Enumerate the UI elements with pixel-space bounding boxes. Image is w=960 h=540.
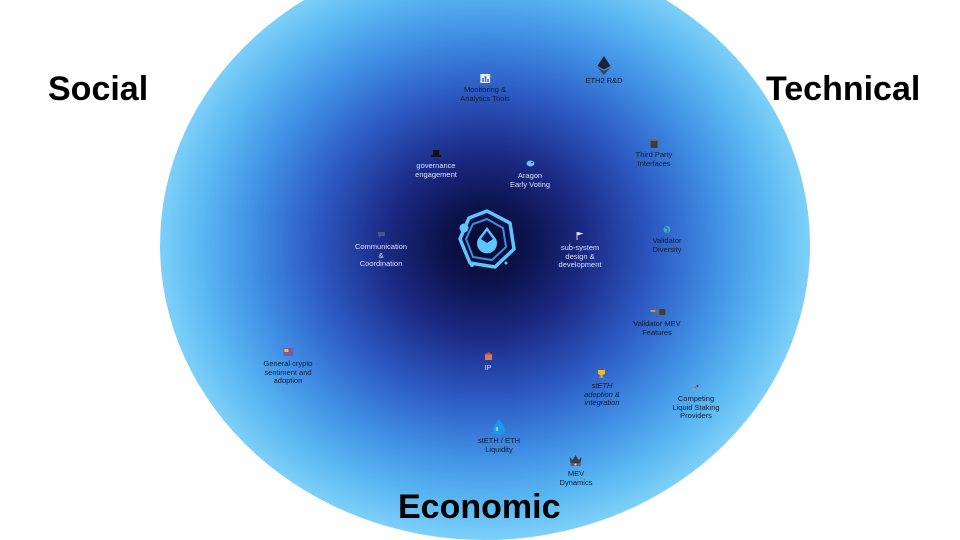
jar-icon: [647, 131, 661, 148]
node-aragon: Aragon Early Voting: [510, 143, 550, 198]
node-label: Competing Liquid Staking Providers: [672, 394, 720, 420]
node-label: Monitoring & Analytics Tools: [460, 85, 510, 103]
node-steth-liquidity: stETH / ETH Liquidity: [478, 402, 520, 463]
title-technical: Technical: [766, 70, 921, 108]
node-label: sub-system design & development: [558, 243, 602, 269]
node-general-crypto: General crypto sentiment and adoption: [263, 331, 313, 394]
title-economic: Economic: [398, 488, 561, 526]
drop-icon: [492, 411, 506, 435]
chat-icon: [374, 223, 388, 238]
hat-icon: [429, 142, 443, 157]
node-mev-dynamics: MEV Dynamics: [559, 437, 593, 496]
node-label: Third Party Interfaces: [635, 150, 673, 168]
flag-icon: [573, 224, 587, 240]
trophy-icon: [595, 362, 609, 378]
node-validator-diversity: Validator Diversity: [652, 208, 682, 263]
node-label: Validator Diversity: [652, 236, 682, 254]
node-monitoring: Monitoring & Analytics Tools: [460, 57, 510, 112]
bird-icon: [523, 152, 537, 167]
building-icon: [481, 344, 495, 360]
card-icon: [281, 340, 295, 356]
node-communication: Communication & Coordination: [355, 214, 407, 277]
node-eth2: ETH2 R&D: [585, 39, 623, 94]
node-label: IP: [484, 363, 492, 372]
lido-logo-icon: [452, 205, 522, 275]
radial-glow-background: [160, 0, 810, 540]
node-label: stETH adoption & integration: [584, 381, 620, 407]
node-subsystem: sub-system design & development: [558, 215, 602, 278]
node-ip: IP: [481, 335, 495, 381]
node-third-party: Third Party Interfaces: [635, 122, 673, 177]
node-label: governance engagement: [415, 161, 457, 179]
node-label: stETH / ETH Liquidity: [477, 436, 521, 454]
rocket-icon: [689, 375, 703, 391]
node-label: MEV Dynamics: [559, 469, 593, 487]
tools-icon: [649, 300, 665, 315]
node-label: Validator MEV Features: [633, 319, 681, 337]
node-label: Aragon Early Voting: [509, 171, 551, 189]
node-steth-adoption: stETH adoption & integration: [584, 353, 620, 416]
title-social: Social: [48, 70, 149, 108]
chart-icon: [478, 66, 492, 83]
node-governance: governance engagement: [415, 133, 457, 188]
crown-icon: [569, 446, 583, 466]
node-competing: Competing Liquid Staking Providers: [672, 366, 720, 429]
ethereum-icon: [597, 48, 611, 75]
node-label: ETH2 R&D: [585, 76, 623, 85]
node-label: General crypto sentiment and adoption: [263, 359, 313, 385]
node-label: Communication & Coordination: [354, 242, 408, 268]
globe-icon: [660, 217, 674, 233]
node-validator-mev: Validator MEV Features: [633, 291, 681, 346]
